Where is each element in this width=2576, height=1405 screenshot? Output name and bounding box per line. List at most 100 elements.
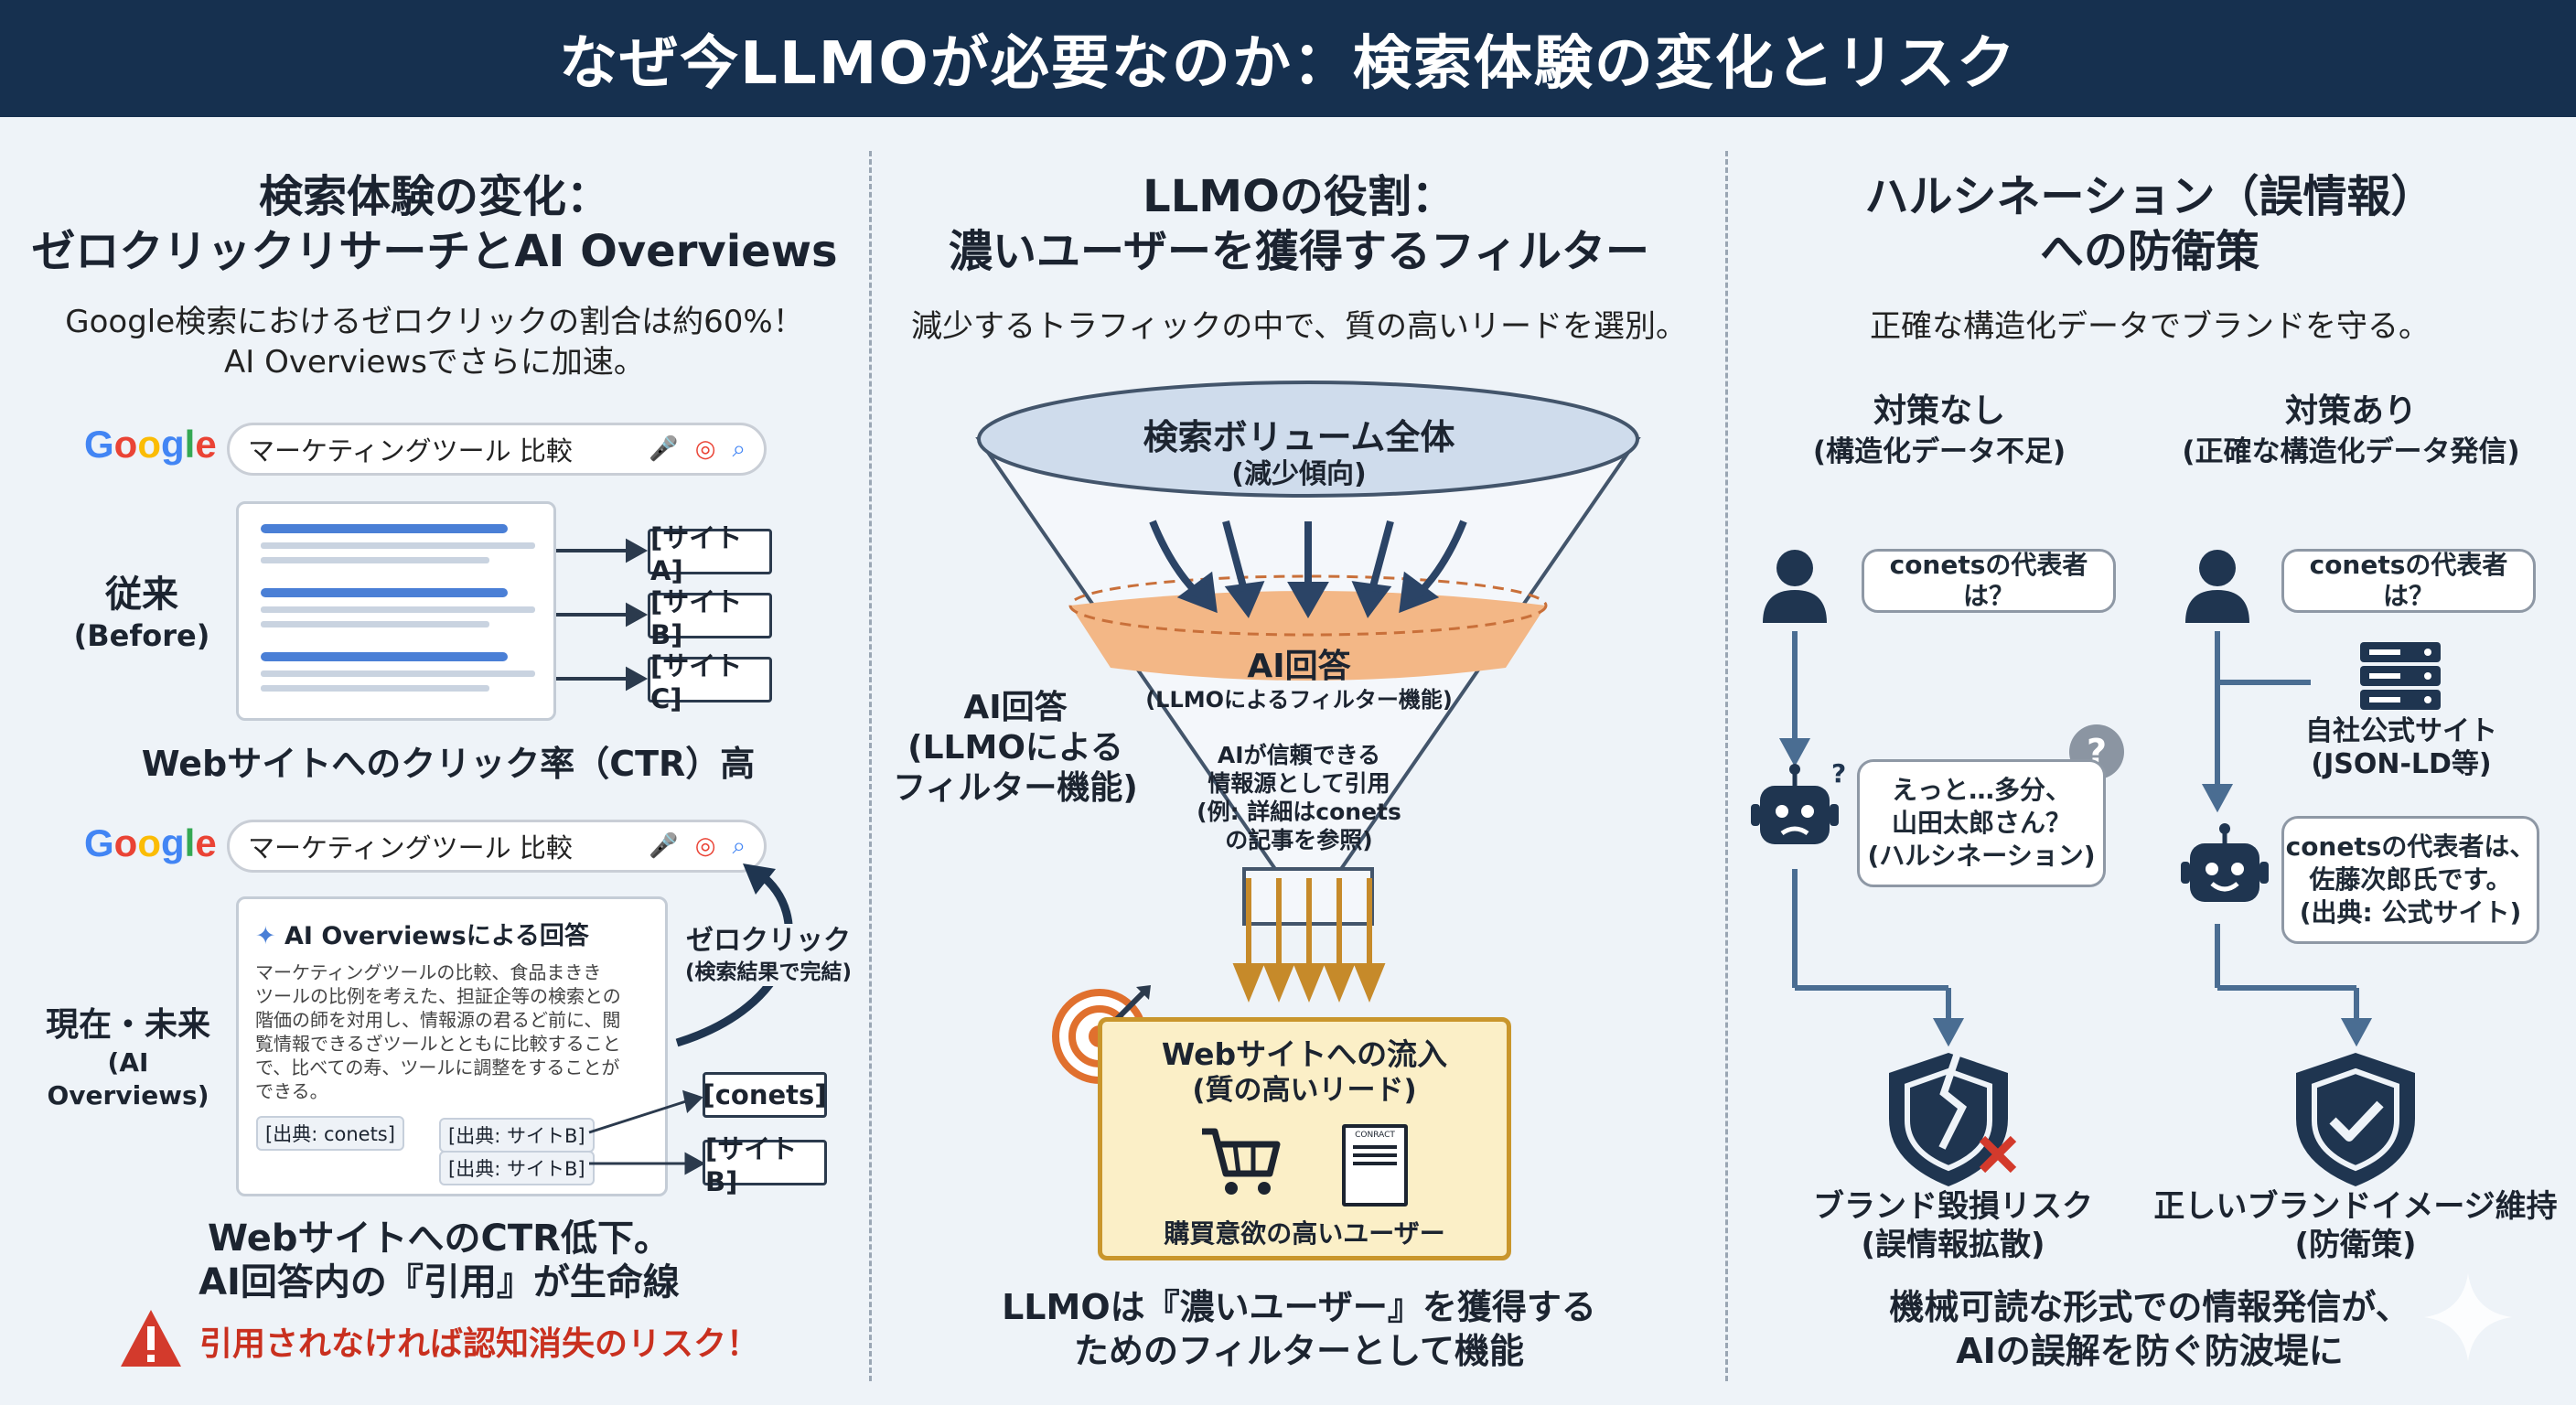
correct-answer-line: 佐藤次郎氏です。: [2309, 864, 2512, 895]
mic-icon-2[interactable]: 🎤: [649, 832, 679, 860]
ai-card-body-line: で、比べての寿、ツールに調整をすることが: [255, 1056, 620, 1078]
search-icon[interactable]: ⌕: [732, 434, 746, 463]
warning-text: 引用されなければ認知消失のリスク！: [199, 1325, 760, 1363]
filter-label-sub: (LLMOによるフィルター機能): [1145, 687, 1453, 713]
mic-icon[interactable]: 🎤: [649, 435, 679, 463]
inflow-title: Webサイトへの流入: [1161, 1036, 1448, 1072]
lens-icon[interactable]: ◎: [694, 435, 716, 463]
robot-confused-icon: ?: [1751, 758, 1846, 844]
zero-click-sub: (検索結果で完結): [684, 960, 853, 984]
before-arrows: [556, 538, 649, 692]
official-site-label: 自社公式サイト (JSON-LD等): [2287, 715, 2516, 781]
left-subtitle-line2: AI Overviewsでさらに加速。: [224, 344, 645, 381]
funnel-top-label: 検索ボリューム全体 (減少傾向): [1079, 416, 1519, 491]
now-label-sub: (AI Overviews): [47, 1047, 209, 1110]
brand-risk-sub: (誤情報拡散): [1861, 1227, 2045, 1263]
before-label-sub: (Before): [73, 618, 210, 653]
middle-subtitle: 減少するトラフィックの中で、質の高いリードを選別。: [911, 308, 1687, 345]
question-bubble-left: conetsの代表者は？: [1862, 549, 2116, 613]
now-label: 現在・未来 (AI Overviews): [27, 1004, 229, 1112]
search-bar-now[interactable]: マーケティングツール 比較 🎤 ◎ ⌕: [227, 820, 767, 873]
site-tag-a: [サイトA]: [648, 522, 772, 586]
google-logo: Google: [84, 423, 217, 466]
buyer-label: 購買意欲の高いユーザー: [1164, 1218, 1445, 1249]
ai-card-body-line: 覧情報できるざツールとともに比較すること: [255, 1033, 621, 1055]
search-query-2: マーケティングツール 比較: [248, 832, 573, 863]
now-tag-conets: [conets]: [703, 1072, 827, 1118]
before-results-card: [236, 501, 556, 721]
with-measure-sub: (正確な構造化データ発信): [2182, 435, 2520, 468]
correct-answer-bubble: conetsの代表者は、 佐藤次郎氏です。 (出典: 公式サイト): [2281, 816, 2539, 944]
ai-card-body: マーケティングツールの比較、食品まきき ツールの比例を考えた、担証企等の検索との…: [255, 960, 649, 1103]
now-caption: WebサイトへのCTR低下。 AI回答内の『引用』が生命線: [37, 1217, 842, 1304]
cite-chip-site-b-2[interactable]: [出典: サイトB]: [439, 1151, 595, 1185]
no-measure-sub: (構造化データ不足): [1812, 435, 2066, 468]
cite-text-line: AIが信頼できる: [1217, 742, 1381, 768]
cite-chip-conets[interactable]: [出典: conets]: [256, 1116, 404, 1151]
ai-card-body-line: マーケティングツールの比較、食品まきき: [255, 961, 602, 983]
brand-keep-title: 正しいブランドイメージ維持: [2153, 1188, 2558, 1225]
before-label: 従来 (Before): [55, 572, 229, 654]
wrong-answer-line: 山田太郎さん？: [1891, 808, 2071, 838]
flow-connectors: [1778, 631, 2373, 1047]
sparkle-watermark-icon: [2424, 1273, 2512, 1361]
cite-text-line: の記事を参照): [1225, 827, 1373, 853]
middle-title: LLMOの役割： 濃いユーザーを獲得するフィルター: [883, 169, 1715, 279]
correct-answer-line: conetsの代表者は、: [2285, 831, 2536, 862]
funnel-top-sub: (減少傾向): [1231, 458, 1367, 490]
left-title: 検索体験の変化： ゼロクリックリサーチとAI Overviews: [18, 169, 851, 279]
filter-label: AI回答 (LLMOによるフィルター機能): [1079, 648, 1519, 713]
left-title-line1: 検索体験の変化：: [258, 171, 610, 222]
ai-card-body-line: 階価の師を対用し、情報源の君るど前に、閲: [255, 1009, 621, 1031]
correct-answer-line: (出典: 公式サイト): [2299, 897, 2522, 928]
now-label-main: 現在・未来: [45, 1006, 210, 1044]
side-label-line: フィルター機能): [893, 769, 1138, 807]
ai-card-body-line: ツールの比例を考えた、担証企等の検索との: [255, 985, 621, 1007]
now-tag-site-b: [サイトB]: [703, 1133, 827, 1197]
zero-click-title: ゼロクリック: [686, 925, 851, 957]
result-lines: [261, 524, 535, 692]
official-site-sub: (JSON-LD等): [2311, 748, 2492, 780]
server-icon: [2360, 642, 2441, 710]
check-shield-icon: [2296, 1053, 2415, 1186]
middle-bottom-caption: LLMOは『濃いユーザー』を獲得する ためのフィルターとして機能: [883, 1285, 1715, 1373]
user-icon-left: [1763, 550, 1827, 623]
left-subtitle-line1: Google検索におけるゼロクリックの割合は約60%！: [65, 304, 804, 340]
right-bottom-line1: 機械可読な形式での情報発信が、: [1889, 1287, 2410, 1327]
right-subtitle: 正確な構造化データでブランドを守る。: [1870, 308, 2430, 345]
broken-shield-icon: [1889, 1051, 2017, 1186]
page-title: なぜ今LLMOが必要なのか：検索体験の変化とリスク: [559, 30, 2017, 98]
sparkle-icon: ✦: [255, 922, 276, 950]
cite-text-line: 情報源として引用: [1208, 770, 1390, 797]
brand-risk-label: ブランド毀損リスク (誤情報拡散): [1770, 1187, 2136, 1264]
brand-keep-sub: (防衛策): [2294, 1227, 2417, 1263]
header-bar: なぜ今LLMOが必要なのか：検索体験の変化とリスク: [0, 0, 2576, 117]
funnel: [975, 381, 1641, 1003]
divider-right: [1725, 151, 1728, 1381]
funnel-top-title: 検索ボリューム全体: [1143, 417, 1455, 457]
ai-card-body-line: できる。: [255, 1080, 328, 1102]
inflow-sub: (質の高いリード): [1192, 1074, 1417, 1107]
site-tag-b: [サイトB]: [648, 586, 772, 650]
right-bottom-caption: 機械可読な形式での情報発信が、 AIの誤解を防ぐ防波堤に: [1738, 1285, 2561, 1373]
lens-icon-2[interactable]: ◎: [694, 832, 716, 860]
side-label-line: AI回答: [963, 689, 1068, 726]
wrong-answer-line: えっと…多分、: [1891, 775, 2071, 805]
contract-label: CONRACT: [1355, 1131, 1395, 1140]
middle-bottom-line1: LLMOは『濃いユーザー』を獲得する: [1002, 1287, 1596, 1327]
before-label-main: 従来: [105, 574, 178, 616]
search-query: マーケティングツール 比較: [248, 435, 573, 467]
filter-label-title: AI回答: [1247, 648, 1351, 685]
site-tag-c: [サイトC]: [648, 650, 772, 714]
right-title: ハルシネーション（誤情報） への防衛策: [1738, 169, 2561, 279]
brand-keep-label: 正しいブランドイメージ維持 (防衛策): [2150, 1187, 2561, 1264]
no-measure-heading: 対策なし (構造化データ不足): [1756, 391, 2122, 472]
side-label-line: (LLMOによる: [907, 729, 1123, 767]
right-bottom-line2: AIの誤解を防ぐ防波堤に: [1956, 1331, 2344, 1371]
now-caption-line2: AI回答内の『引用』が生命線: [199, 1261, 680, 1303]
side-filter-label: AI回答 (LLMOによる フィルター機能): [887, 688, 1143, 809]
no-measure-title: 対策なし: [1873, 392, 2005, 430]
search-icon-2[interactable]: ⌕: [732, 831, 746, 860]
search-bar-before[interactable]: マーケティングツール 比較 🎤 ◎ ⌕: [227, 423, 767, 476]
with-measure-title: 対策あり: [2284, 392, 2417, 430]
